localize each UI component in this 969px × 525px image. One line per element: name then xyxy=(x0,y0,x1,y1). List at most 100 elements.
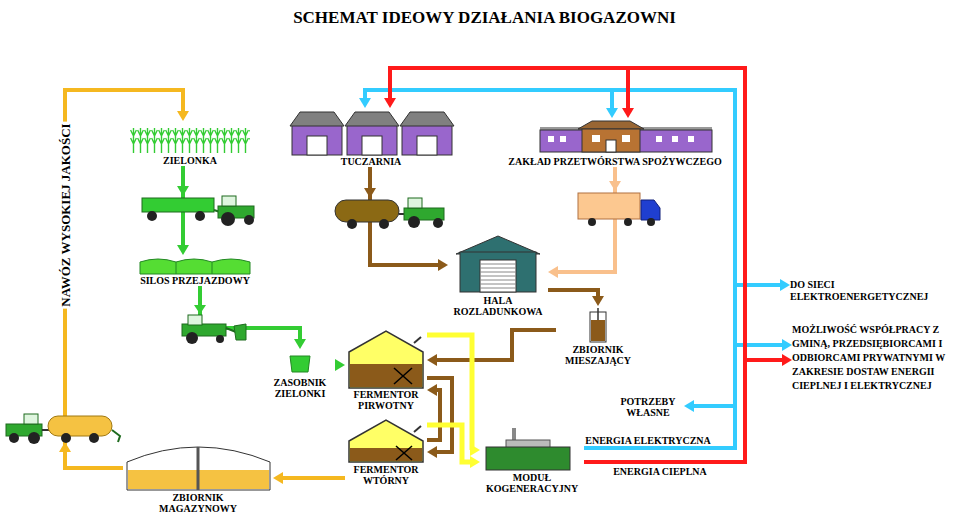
secondary-fermenter-icon xyxy=(349,420,423,462)
factory-icon-part xyxy=(622,135,630,142)
unloading-hall-icon-part xyxy=(480,260,516,292)
manure-spreader-icon xyxy=(6,414,120,452)
flow-line xyxy=(427,335,472,450)
node-label: ZAKŁAD PRZETWÓRSTWA SPOŻYWCZEGO xyxy=(508,156,721,167)
node-label: ZIELONKA xyxy=(163,155,217,166)
storage-tank-icon-part xyxy=(197,447,200,490)
delivery-truck-icon-part xyxy=(647,218,655,226)
flow-line xyxy=(390,68,745,462)
flow-connector xyxy=(427,335,480,456)
delivery-truck-icon-part xyxy=(609,181,621,191)
delivery-truck-icon xyxy=(578,181,660,226)
primary-fermenter-icon-part xyxy=(349,331,423,388)
silage-hopper-icon xyxy=(290,356,310,372)
node-label: FERMENTOR WTÓRNY xyxy=(347,464,425,486)
silage-clamp-icon xyxy=(140,259,250,274)
primary-fermenter-icon-part xyxy=(394,368,412,384)
flow-connector xyxy=(273,472,345,484)
secondary-fermenter-node: FERMENTOR WTÓRNY xyxy=(345,414,427,486)
node-label: TUCZARNIA xyxy=(341,156,402,167)
slurry-tanker-icon xyxy=(335,188,444,229)
manure-spreader-icon-part xyxy=(9,433,19,443)
manure-spreader-icon-part xyxy=(48,416,112,436)
arrow-head xyxy=(780,279,790,291)
silage-hopper-node: ZASOBNIK ZIELONKI xyxy=(265,349,335,399)
delivery-truck-icon-part xyxy=(588,218,596,226)
mixing-tank-node: ZBIORNIK MIESZAJĄCY xyxy=(556,306,640,366)
pig-barn-icon-part xyxy=(290,112,344,126)
arrow-head xyxy=(606,108,618,118)
chp-module-icon xyxy=(486,428,570,470)
unloading-hall-icon-part xyxy=(480,264,516,288)
node-label: ZBIORNIK MIESZAJĄCY xyxy=(558,344,638,366)
flow-connector xyxy=(427,378,452,458)
unloading-hall-icon-part xyxy=(456,236,540,254)
grid-output-node: DO SIECI ELEKTROENERGETYCZNEJ xyxy=(790,279,944,303)
factory-icon-part xyxy=(548,136,554,142)
primary-fermenter-icon-part xyxy=(394,368,412,384)
flow-line xyxy=(365,90,735,448)
flow-line xyxy=(548,290,598,297)
delivery-truck-icon-part xyxy=(624,218,632,226)
node-label: ZBIORNIK MAGAZYNOWY xyxy=(148,492,248,514)
flow-line xyxy=(584,360,783,462)
node-label: POTRZEBY WŁASNE xyxy=(613,396,683,418)
manure-spreader-icon-part xyxy=(24,414,38,424)
secondary-fermenter-icon-part xyxy=(349,420,423,462)
pig-barn-icon-part xyxy=(307,136,327,155)
factory-icon-part xyxy=(656,136,662,142)
slurry-tanker-icon-part xyxy=(379,219,389,229)
delivery-truck-icon-part xyxy=(641,200,660,220)
trailer-tractor-icon-part xyxy=(142,198,214,212)
connector-label: NAWÓZ WYSOKIEJ JAKOŚCI xyxy=(58,121,73,308)
loader-tractor-icon-part xyxy=(188,315,202,325)
unloading-hall-node: HALA ROZLADUNKOWA xyxy=(448,233,548,317)
arrow-head xyxy=(684,400,694,412)
manure-spreader-icon-part xyxy=(112,430,120,442)
flow-connector xyxy=(427,425,480,468)
flow-connector xyxy=(548,167,615,278)
trailer-tractor-icon-part xyxy=(221,212,235,226)
factory-icon-part xyxy=(578,121,644,129)
primary-fermenter-node: FERMENTOR PIRWOTNY xyxy=(345,323,427,411)
pig-farm-node: TUCZARNIA xyxy=(288,108,454,167)
mixing-tank-icon-part xyxy=(597,308,599,320)
slurry-tanker-icon-part xyxy=(408,198,422,208)
storage-tank-icon xyxy=(127,447,270,490)
factory-icon-part xyxy=(592,135,600,142)
flow-line xyxy=(427,390,440,440)
pig-barn-icon-part xyxy=(362,136,382,155)
factory-icon-part xyxy=(688,136,694,142)
trailer-tractor-icon-part xyxy=(222,196,236,206)
food-plant-node: ZAKŁAD PRZETWÓRSTWA SPOŻYWCZEGO xyxy=(505,118,725,167)
factory-icon-part xyxy=(672,136,678,142)
secondary-fermenter-icon-part xyxy=(414,426,421,432)
secondary-fermenter-icon-part xyxy=(396,446,412,460)
arrow-head xyxy=(359,98,371,108)
slurry-tanker-icon-part xyxy=(433,218,443,228)
pig-barn-icon-part xyxy=(417,136,437,155)
loader-tractor-icon-part xyxy=(194,305,206,314)
silage-hopper-icon-part xyxy=(290,356,310,372)
silage-clamp-icon-part xyxy=(212,262,213,274)
pig-barn-icon-part xyxy=(402,125,452,155)
flow-line xyxy=(282,476,345,480)
chp-module-icon-part xyxy=(486,447,570,470)
unloading-hall-icon-part xyxy=(460,252,536,292)
delivery-truck-icon-part xyxy=(578,193,640,219)
pig-barn-icon-part xyxy=(345,112,399,126)
pig-barn-icon-part xyxy=(400,112,454,126)
slurry-tanker-icon-part xyxy=(347,219,357,229)
manure-spreader-icon-part xyxy=(61,433,71,443)
slurry-tanker-icon-part xyxy=(408,216,420,228)
flow-connector xyxy=(384,68,745,462)
manure-spreader-icon-part xyxy=(89,433,99,443)
chp-module-icon-part xyxy=(512,428,516,441)
flow-line xyxy=(584,285,781,448)
arrow-head xyxy=(470,456,480,468)
arrow-head xyxy=(273,472,283,484)
arrow-head xyxy=(782,354,792,366)
primary-fermenter-icon-part xyxy=(414,337,421,343)
cooperation-output-node: MOŻLIWOŚĆ WSPÓŁPRACY Z GMINĄ, PRZEDSIĘBI… xyxy=(792,323,964,393)
loader-tractor-icon-part xyxy=(186,332,198,344)
